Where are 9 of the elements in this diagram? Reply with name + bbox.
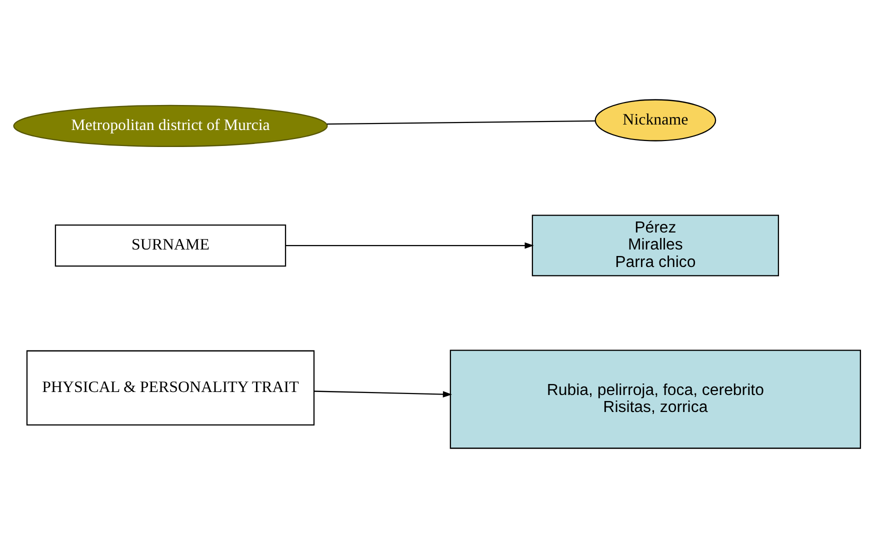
node-box: PHYSICAL & PERSONALITY TRAIT — [26, 350, 314, 425]
connector — [326, 120, 595, 124]
node-ellipse: Nickname — [594, 98, 716, 141]
node-box: SURNAME — [54, 224, 286, 266]
node-box: Pérez Miralles Parra chico — [531, 214, 779, 276]
arrow — [314, 390, 452, 397]
node-ellipse: Metropolitan district of Murcia — [12, 104, 328, 146]
node-box: Rubia, pelirroja, foca, cerebrito Risitas, zorrica — [449, 349, 861, 448]
arrow — [285, 242, 534, 248]
